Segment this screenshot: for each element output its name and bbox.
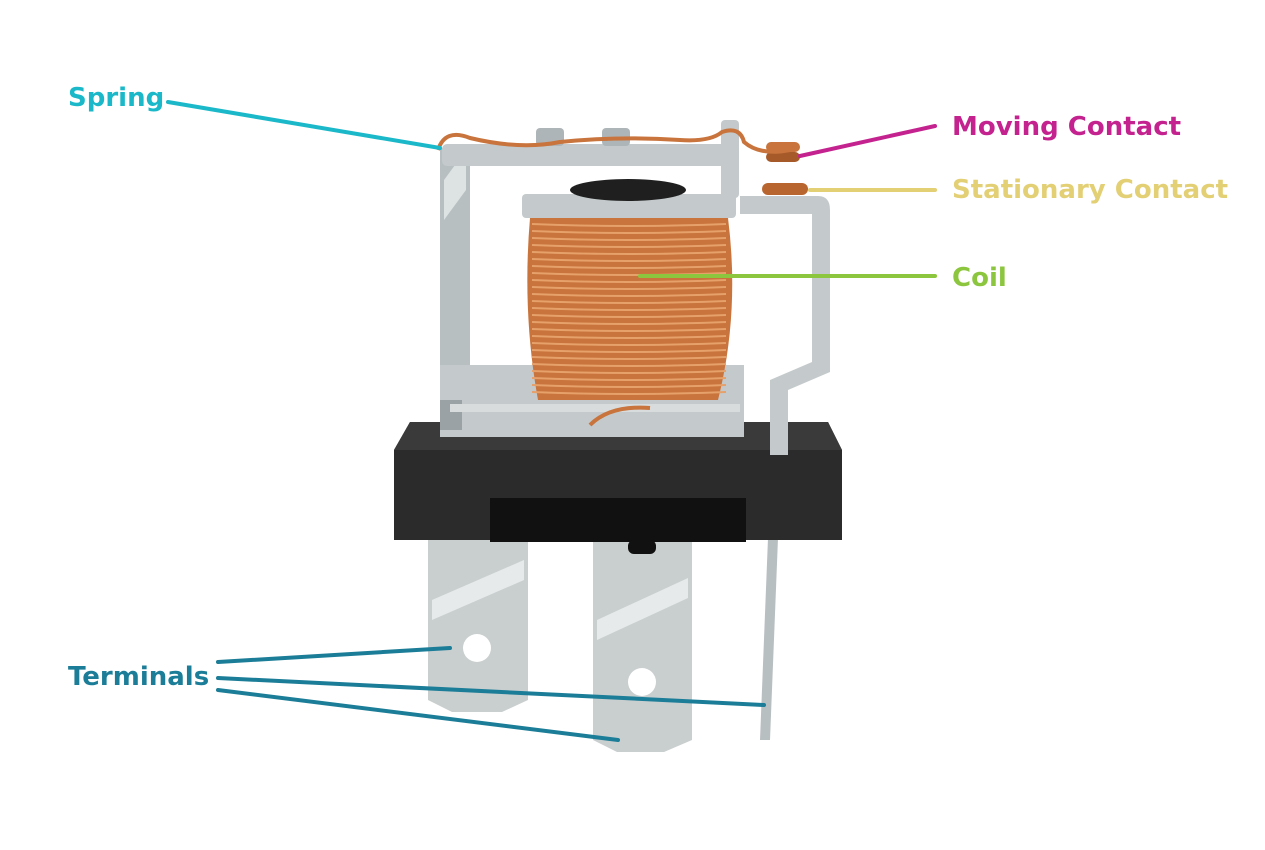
spring — [436, 128, 791, 154]
terminal-blade-left — [428, 535, 528, 712]
coil-winding-line — [531, 321, 727, 325]
coil-winding-line — [531, 223, 727, 227]
coil-winding-line — [531, 335, 727, 339]
coil-winding-line — [531, 293, 727, 297]
terminal-blade-right — [593, 540, 692, 752]
coil-winding-line — [531, 356, 727, 360]
terminals-leader-1 — [216, 646, 452, 664]
spring-label: Spring — [68, 83, 165, 113]
leader-lines — [166, 100, 937, 742]
coil-winding-line — [531, 370, 727, 374]
coil-winding-line — [531, 384, 727, 388]
coil-winding-line — [531, 377, 727, 381]
coil-winding-line — [531, 342, 727, 346]
coil-winding-line — [531, 349, 727, 353]
coil-winding-line — [531, 244, 727, 248]
armature — [442, 120, 739, 198]
moving-contact-leader — [798, 124, 937, 158]
coil-winding-line — [531, 279, 727, 283]
coil-winding-line — [531, 314, 727, 318]
coil-winding-line — [531, 286, 727, 290]
coil-winding-line — [531, 237, 727, 241]
moving-contact-label: Moving Contact — [952, 112, 1182, 142]
coil-winding-line — [531, 251, 727, 255]
terminals-label: Terminals — [68, 662, 210, 692]
coil-winding-line — [531, 391, 727, 395]
stationary-contact-arm — [740, 196, 830, 455]
coil-winding-line — [531, 230, 727, 234]
stationary-contact-label: Stationary Contact — [952, 175, 1229, 205]
terminals-leader-2 — [216, 676, 766, 707]
moving-contact — [766, 142, 800, 162]
coil-winding-line — [531, 258, 727, 262]
coil-winding-line — [531, 300, 727, 304]
spring-leader — [166, 100, 442, 150]
stationary-contact — [762, 183, 808, 195]
coil-winding-line — [531, 328, 727, 332]
coil-winding-line — [531, 363, 727, 367]
terminal-pin — [760, 538, 778, 740]
coil-winding-line — [531, 307, 727, 311]
coil-winding-line — [531, 265, 727, 269]
relay-base — [394, 422, 842, 554]
coil-winding-line — [531, 272, 727, 276]
coil-winding — [522, 179, 736, 427]
terminals-leader-3 — [216, 688, 620, 742]
coil-label: Coil — [952, 263, 1007, 293]
